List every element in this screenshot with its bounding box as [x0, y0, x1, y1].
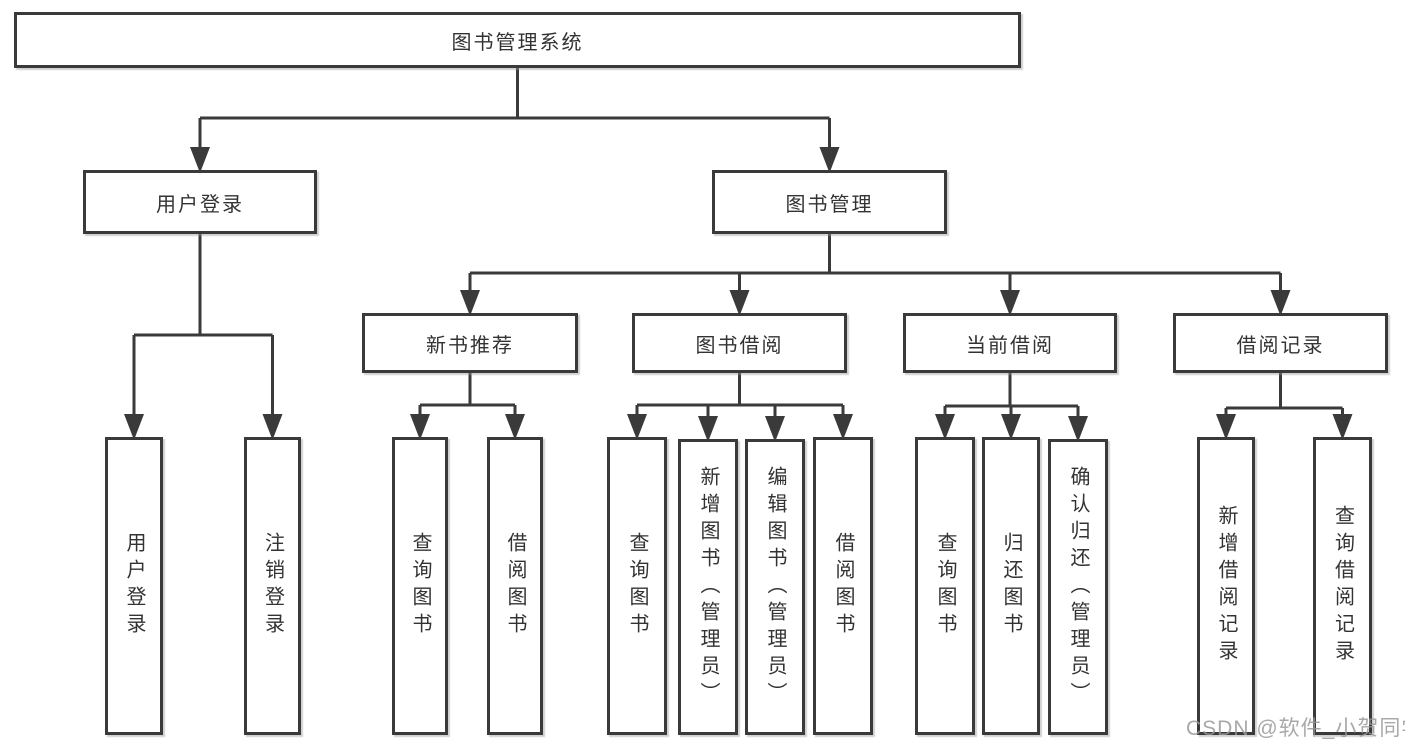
node-bb-borrow-book: 借阅图书 — [813, 437, 873, 735]
node-user-login: 用户登录 — [83, 170, 317, 234]
node-bb-add-book: 新增图书（管理员） — [678, 439, 738, 735]
node-leaf-logout: 注销登录 — [244, 437, 301, 735]
node-label: 查询图书 — [409, 532, 431, 640]
node-label: 查询图书 — [934, 532, 956, 640]
node-label: 编辑图书（管理员） — [764, 465, 786, 709]
node-book-borrow: 图书借阅 — [632, 313, 847, 373]
node-cb-confirm-return: 确认归还（管理员） — [1048, 439, 1108, 735]
node-label: 图书管理 — [785, 193, 874, 216]
node-book-mgmt: 图书管理 — [712, 170, 947, 234]
node-label: 注销登录 — [261, 532, 284, 640]
node-label: 新书推荐 — [426, 334, 514, 357]
node-current-borrow: 当前借阅 — [903, 313, 1117, 373]
node-label: 图书借阅 — [695, 334, 784, 357]
node-borrow-records: 借阅记录 — [1173, 313, 1388, 373]
node-label: 新增借阅记录 — [1215, 505, 1237, 667]
node-label: 查询借阅记录 — [1331, 505, 1354, 667]
node-bb-edit-book: 编辑图书（管理员） — [745, 439, 805, 735]
node-label: 当前借阅 — [966, 334, 1054, 357]
node-cb-return-book: 归还图书 — [982, 437, 1040, 735]
node-nb-query-book: 查询图书 — [392, 437, 448, 735]
node-label: 用户登录 — [156, 193, 244, 216]
node-root: 图书管理系统 — [14, 12, 1021, 68]
node-new-book-rec: 新书推荐 — [362, 313, 578, 373]
node-br-add-record: 新增借阅记录 — [1197, 437, 1255, 735]
node-label: 借阅图书 — [832, 532, 854, 640]
node-label: 借阅图书 — [504, 532, 526, 640]
node-label: 查询图书 — [626, 532, 648, 640]
node-label: 图书管理系统 — [451, 31, 584, 54]
node-label: 用户登录 — [123, 532, 145, 640]
watermark: CSDN @软件_小贺同学 — [1186, 717, 1405, 740]
node-label: 新增图书（管理员） — [697, 465, 719, 709]
node-label: 确认归还（管理员） — [1067, 465, 1089, 709]
node-label: 借阅记录 — [1236, 334, 1325, 357]
node-label: 归还图书 — [1000, 532, 1022, 640]
node-br-query-record: 查询借阅记录 — [1313, 437, 1372, 735]
node-nb-borrow-book: 借阅图书 — [487, 437, 543, 735]
node-cb-query-book: 查询图书 — [915, 437, 975, 735]
node-leaf-user-login: 用户登录 — [105, 437, 163, 735]
node-bb-query-book: 查询图书 — [607, 437, 667, 735]
